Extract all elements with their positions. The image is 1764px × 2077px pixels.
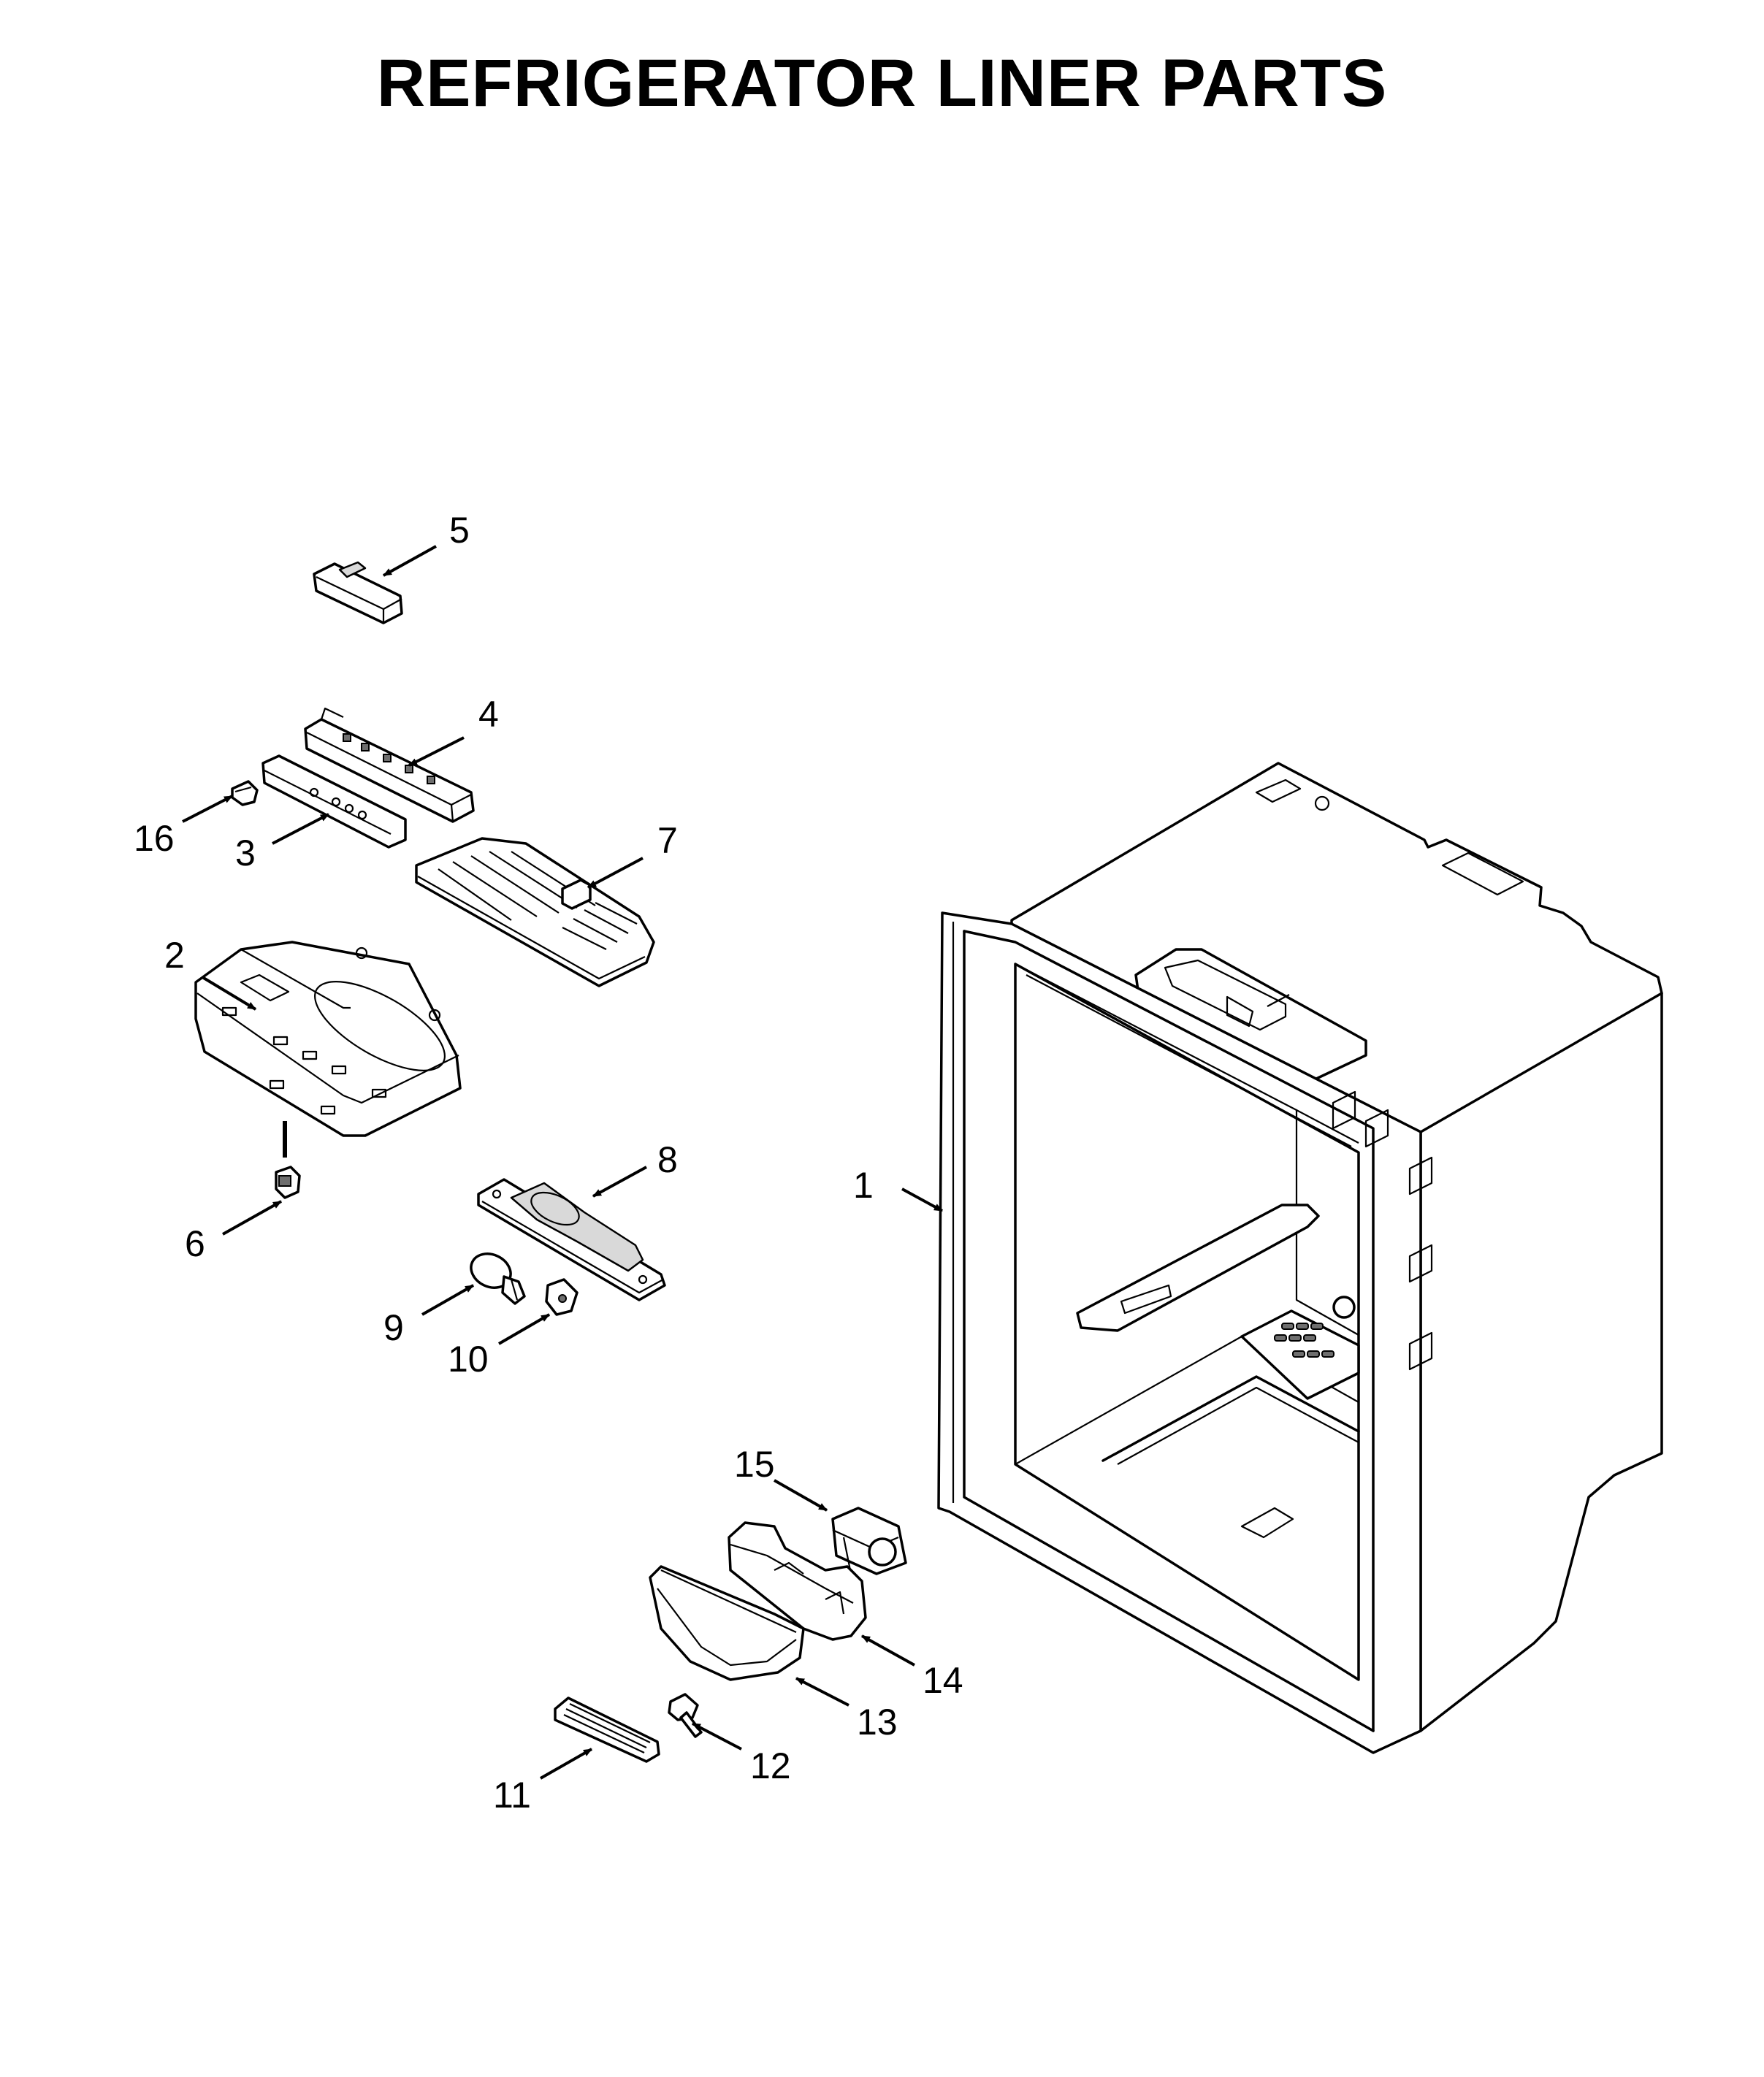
callout-14: 14 <box>923 1660 963 1701</box>
callout-5: 5 <box>449 510 470 551</box>
part-10-socket <box>545 1278 579 1316</box>
part-15-module <box>831 1507 907 1582</box>
leader-12 <box>692 1722 742 1751</box>
callout-3: 3 <box>235 833 256 873</box>
callout-13: 13 <box>857 1702 898 1743</box>
part-7-cover <box>415 837 655 987</box>
leader-lines <box>182 545 943 1780</box>
part-5-bracket <box>313 561 403 624</box>
callout-12: 12 <box>750 1745 791 1786</box>
callout-2: 2 <box>164 935 185 976</box>
leader-5 <box>383 545 437 577</box>
diagram-title: REFRIGERATOR LINER PARTS <box>376 46 1388 121</box>
callout-9: 9 <box>383 1307 404 1348</box>
callout-10: 10 <box>448 1339 489 1380</box>
leader-7 <box>587 857 644 889</box>
callout-4: 4 <box>478 694 499 735</box>
leader-4 <box>408 736 465 767</box>
callout-6: 6 <box>185 1223 205 1264</box>
leader-1 <box>901 1187 943 1212</box>
leader-15 <box>774 1479 828 1512</box>
leader-10 <box>497 1313 551 1345</box>
callout-11: 11 <box>493 1775 531 1816</box>
part-11-grille <box>554 1697 660 1763</box>
part-6-switch <box>275 1166 301 1199</box>
part-16-clip <box>231 780 259 806</box>
part-1-liner <box>937 762 1663 1754</box>
part-8-lamp-socket <box>477 1178 666 1301</box>
callout-16: 16 <box>134 818 175 859</box>
leader-9 <box>421 1284 474 1316</box>
leader-3 <box>272 813 329 845</box>
leader-8 <box>592 1166 647 1198</box>
callout-8: 8 <box>657 1139 678 1180</box>
callout-1: 1 <box>853 1165 874 1206</box>
callout-labels: 1 2 3 4 5 6 7 8 9 10 11 12 13 14 15 16 <box>134 510 963 1816</box>
leader-2 <box>201 976 257 1011</box>
part-4-control-housing <box>304 707 475 823</box>
leader-16 <box>182 795 233 823</box>
part-13-cover <box>649 1565 805 1681</box>
leader-14 <box>861 1634 915 1667</box>
callout-15: 15 <box>734 1444 775 1485</box>
leader-13 <box>795 1677 849 1707</box>
part-12-screw <box>668 1693 703 1738</box>
part-9-bulb <box>470 1252 526 1305</box>
leader-11 <box>540 1748 592 1780</box>
part-14-handle <box>728 1521 867 1641</box>
leader-6 <box>222 1200 282 1236</box>
part-3-overlay <box>261 754 407 849</box>
part-2-light-housing <box>194 941 462 1158</box>
callout-7: 7 <box>657 820 678 861</box>
